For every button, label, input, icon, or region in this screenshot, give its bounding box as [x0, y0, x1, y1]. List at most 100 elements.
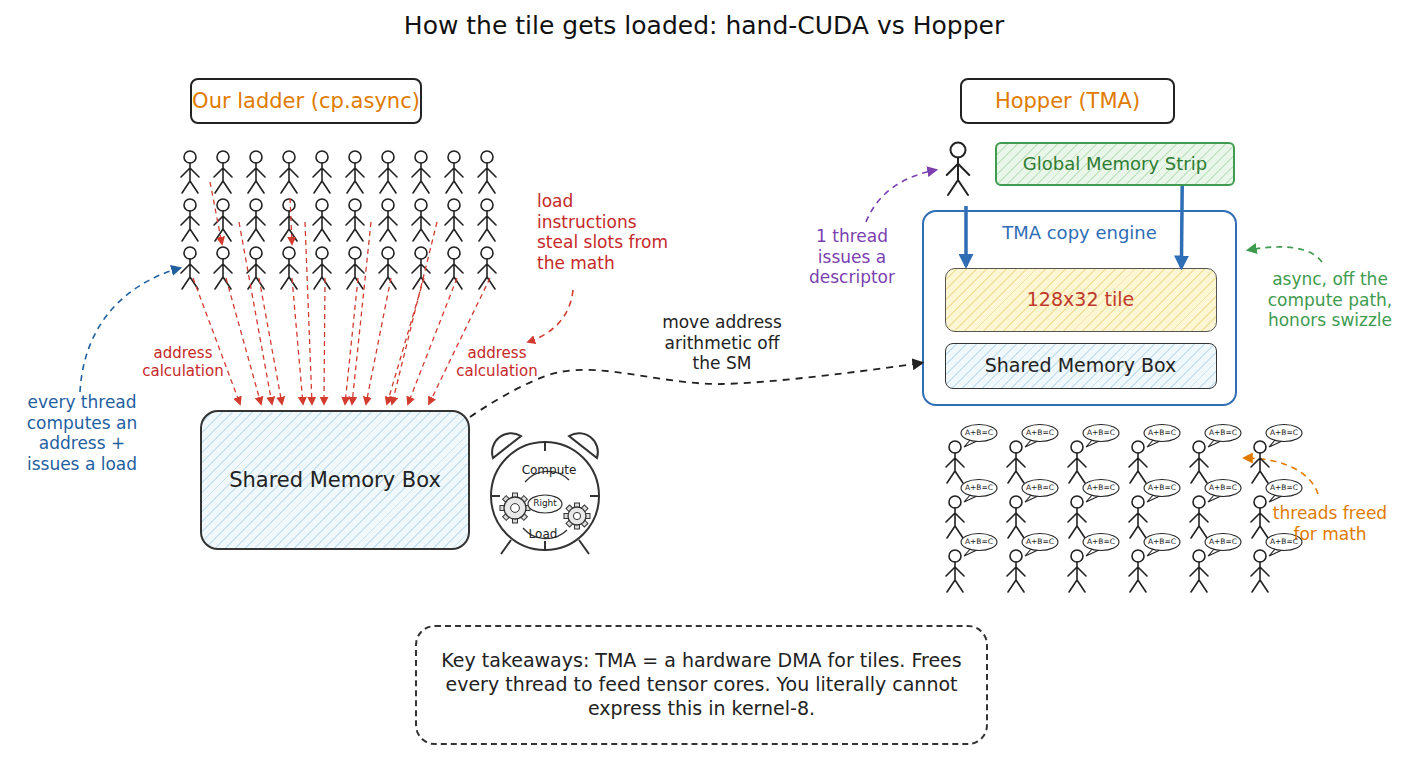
figure-body — [478, 259, 496, 289]
figure-head — [184, 247, 196, 259]
stick-figure — [1190, 496, 1208, 538]
figure-head — [316, 199, 328, 211]
figure-head — [949, 550, 961, 562]
figure-head — [415, 247, 427, 259]
stick-figure — [1068, 441, 1086, 483]
figure-body — [1190, 562, 1208, 592]
figure-body — [445, 211, 463, 241]
figure-head — [316, 247, 328, 259]
node-text: Global Memory Strip — [1023, 153, 1207, 176]
node-text: TMA copy engine — [1002, 222, 1157, 245]
stick-figure — [313, 151, 331, 193]
load-arrow — [193, 278, 240, 404]
stick-figure — [346, 199, 364, 241]
stick-figure — [946, 550, 964, 592]
figure-body — [181, 211, 199, 241]
speech-bubble — [1022, 480, 1058, 497]
figure-head — [250, 151, 262, 163]
figure-body — [478, 163, 496, 193]
node-text: Shared Memory Box — [229, 467, 441, 493]
figure-body — [1190, 508, 1208, 538]
bubble-text: A+B=C — [1026, 537, 1054, 546]
figure-body — [280, 259, 298, 289]
load-arrow — [352, 222, 371, 404]
figure-head — [949, 441, 961, 453]
figure-head — [481, 247, 493, 259]
figure-head — [1010, 441, 1022, 453]
figure-body — [280, 163, 298, 193]
figure-body — [445, 259, 463, 289]
stick-figure — [412, 247, 430, 289]
figure-body — [313, 163, 331, 193]
figure-body — [1190, 453, 1208, 483]
node-text: Shared Memory Box — [985, 354, 1177, 378]
figure-head — [951, 143, 966, 158]
bubble-text: A+B=C — [1209, 428, 1237, 437]
leader-line — [866, 170, 936, 222]
load-arrow — [324, 278, 325, 404]
figure-head — [217, 247, 229, 259]
stick-figure — [1190, 441, 1208, 483]
figure-body — [1129, 508, 1147, 538]
stick-figure — [412, 151, 430, 193]
section-header: Hopper (TMA) — [960, 78, 1175, 124]
figure-body — [214, 259, 232, 289]
callout-note: address calculation — [447, 344, 547, 381]
figure-body — [1129, 453, 1147, 483]
figure-body — [280, 211, 298, 241]
stick-figure — [1129, 441, 1147, 483]
stick-figure — [1068, 550, 1086, 592]
figure-head — [283, 199, 295, 211]
leader-line — [1248, 247, 1322, 262]
figure-head — [184, 151, 196, 163]
stick-figure — [214, 247, 232, 289]
node-text: Compute — [522, 463, 577, 478]
callout-note: 1 thread issues a descriptor — [800, 226, 904, 288]
bubble-text: A+B=C — [1087, 483, 1115, 492]
stick-figure — [247, 199, 265, 241]
figure-head — [382, 199, 394, 211]
stick-figure — [247, 247, 265, 289]
node-text: Hopper (TMA) — [995, 88, 1140, 114]
figure-head — [184, 199, 196, 211]
speech-bubble — [1144, 534, 1180, 551]
load-arrow — [964, 206, 968, 266]
bubble-text: A+B=C — [1148, 428, 1176, 437]
load-arrow — [408, 278, 457, 404]
speech-bubble — [1083, 534, 1119, 551]
figure-body — [313, 259, 331, 289]
stick-figure — [1251, 441, 1269, 483]
tile-box: 128x32 tile — [945, 268, 1217, 332]
figure-head — [415, 199, 427, 211]
stick-figure — [379, 199, 397, 241]
leader-line — [528, 290, 573, 342]
bubble-text: A+B=C — [965, 537, 993, 546]
figure-body — [247, 163, 265, 193]
stick-figure — [445, 247, 463, 289]
stick-figure — [280, 247, 298, 289]
figure-head — [217, 199, 229, 211]
stick-figure — [313, 199, 331, 241]
figure-head — [382, 151, 394, 163]
stick-figure — [1007, 441, 1025, 483]
callout-note: address calculation — [133, 344, 233, 381]
gear-symbol — [500, 493, 530, 523]
clock-tick — [492, 443, 598, 549]
speech-bubble — [1144, 480, 1180, 497]
bubble-text: A+B=C — [1270, 428, 1298, 437]
figure-head — [316, 151, 328, 163]
speech-bubble — [1083, 425, 1119, 442]
figure-body — [1068, 453, 1086, 483]
bubble-text: A+B=C — [1270, 483, 1298, 492]
takeaways-box: Key takeaways: TMA = a hardware DMA for … — [415, 625, 988, 745]
figure-head — [217, 151, 229, 163]
figure-body — [1068, 508, 1086, 538]
node-text: Our ladder (cp.async) — [192, 88, 420, 114]
figure-body — [1251, 508, 1269, 538]
gear-body — [568, 507, 586, 525]
bubble-text: A+B=C — [1209, 537, 1237, 546]
figure-body — [214, 211, 232, 241]
stick-figure — [1129, 496, 1147, 538]
stick-figure — [947, 143, 970, 196]
figure-head — [1193, 441, 1205, 453]
